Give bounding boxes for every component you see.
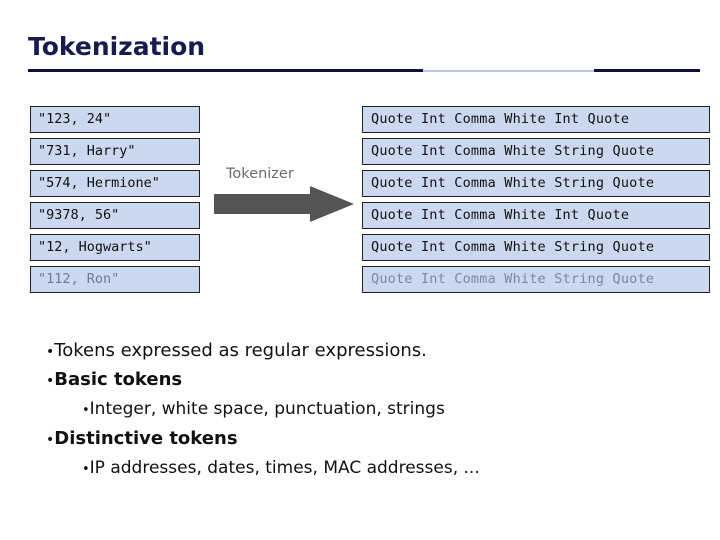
list-item: Quote Int Comma White String Quote bbox=[362, 266, 710, 293]
list-item: Quote Int Comma White String Quote bbox=[362, 234, 710, 261]
list-item: Quote Int Comma White Int Quote bbox=[362, 106, 710, 133]
list-item: "731, Harry" bbox=[30, 138, 200, 165]
list-item: "9378, 56" bbox=[30, 202, 200, 229]
bullet-text: IP addresses, dates, times, MAC addresse… bbox=[89, 458, 480, 478]
list-item: •IP addresses, dates, times, MAC address… bbox=[34, 454, 694, 484]
bullet-text: Basic tokens bbox=[54, 369, 183, 390]
list-item: Quote Int Comma White String Quote bbox=[362, 170, 710, 197]
title-underline-left bbox=[28, 69, 423, 72]
bullet-marker: • bbox=[46, 373, 55, 389]
bullet-text: Tokens expressed as regular expressions. bbox=[54, 340, 427, 361]
page-title: Tokenization bbox=[28, 32, 206, 61]
bullet-text: Integer, white space, punctuation, strin… bbox=[89, 399, 445, 419]
bullet-marker: • bbox=[82, 462, 90, 477]
list-item: •Distinctive tokens bbox=[34, 425, 694, 454]
arrow-right-icon bbox=[214, 186, 354, 222]
list-item: Quote Int Comma White Int Quote bbox=[362, 202, 710, 229]
bullet-marker: • bbox=[46, 344, 55, 360]
list-item: "112, Ron" bbox=[30, 266, 200, 293]
list-item: "123, 24" bbox=[30, 106, 200, 133]
title-underline-right bbox=[594, 69, 700, 72]
list-item: "574, Hermione" bbox=[30, 170, 200, 197]
bullet-marker: • bbox=[82, 403, 90, 418]
bullet-text: Distinctive tokens bbox=[54, 428, 238, 449]
list-item: •Basic tokens bbox=[34, 366, 694, 395]
list-item: •Integer, white space, punctuation, stri… bbox=[34, 395, 694, 425]
tokenizer-label: Tokenizer bbox=[226, 166, 294, 182]
list-item: •Tokens expressed as regular expressions… bbox=[34, 337, 694, 366]
bullet-list: •Tokens expressed as regular expressions… bbox=[34, 337, 694, 484]
list-item: Quote Int Comma White String Quote bbox=[362, 138, 710, 165]
output-token-list: Quote Int Comma White Int Quote Quote In… bbox=[362, 106, 710, 298]
bullet-marker: • bbox=[46, 432, 55, 448]
input-token-list: "123, 24" "731, Harry" "574, Hermione" "… bbox=[30, 106, 200, 298]
title-underline-middle bbox=[423, 70, 615, 72]
list-item: "12, Hogwarts" bbox=[30, 234, 200, 261]
